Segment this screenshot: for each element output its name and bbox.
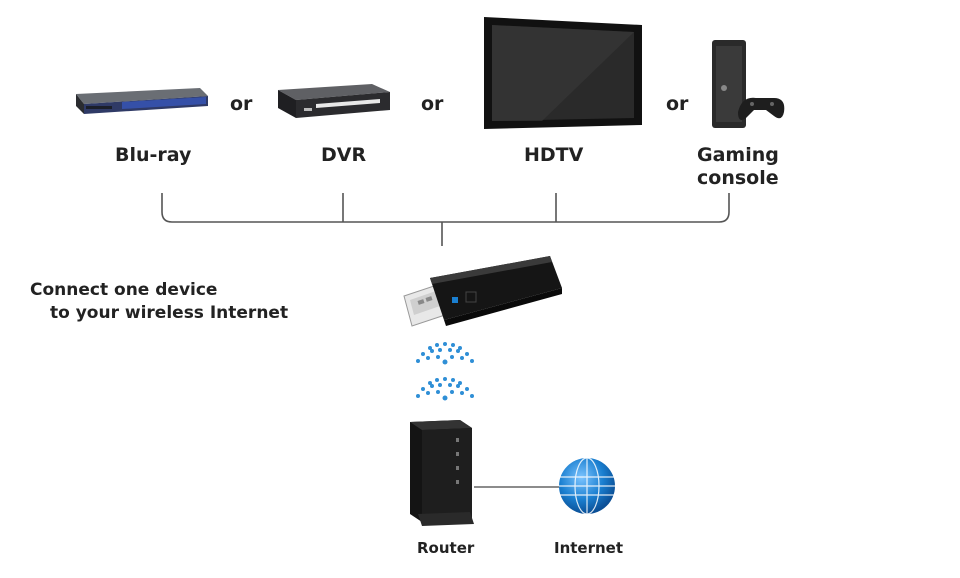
hdtv-icon <box>484 17 642 129</box>
router-icon <box>410 420 474 526</box>
globe-icon <box>559 457 615 515</box>
bluray-label: Blu-ray <box>115 144 192 166</box>
or-separator-3: or <box>666 93 689 115</box>
gaming-label-line1: Gaming <box>697 144 779 166</box>
internet-label: Internet <box>554 539 624 557</box>
connect-note-line1: Connect one device <box>30 280 218 300</box>
gaming-label-line2: console <box>697 167 779 189</box>
wifi-signal-icon <box>416 342 474 401</box>
dvr-label: DVR <box>321 144 367 166</box>
or-separator-2: or <box>421 93 444 115</box>
connect-note: Connect one device to your wireless Inte… <box>30 279 288 325</box>
usb-wireless-adapter-icon <box>403 256 562 327</box>
gaming-label: Gaming console <box>697 144 779 190</box>
or-separator-1: or <box>230 93 253 115</box>
hdtv-label: HDTV <box>524 144 584 166</box>
bluray-player-icon <box>76 88 208 114</box>
connect-note-line2: to your wireless Internet <box>50 303 289 323</box>
dvr-icon <box>278 84 390 118</box>
router-label: Router <box>417 539 475 557</box>
game-console-icon <box>712 40 785 128</box>
